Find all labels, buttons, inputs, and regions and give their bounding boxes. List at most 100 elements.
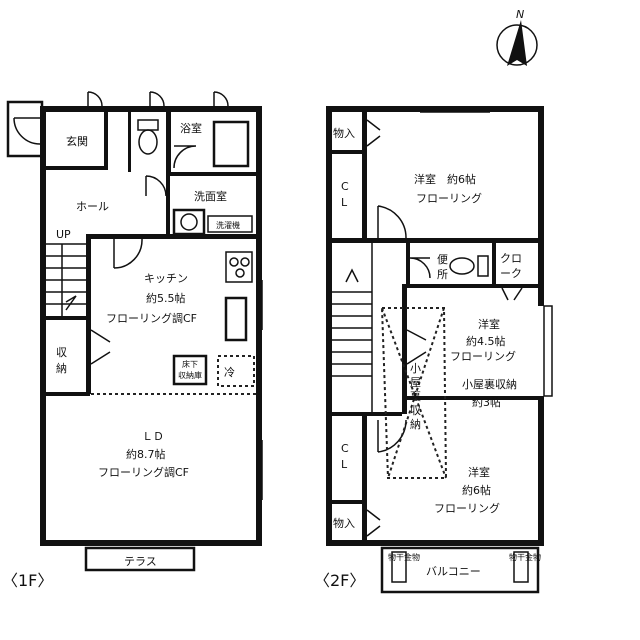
label-yukashita-1: 床下 xyxy=(182,359,198,369)
monohoshi-left xyxy=(391,551,407,583)
2f-toilet xyxy=(449,255,489,277)
kitchen-sink xyxy=(224,296,248,342)
label-monoire-bottom: 物入 xyxy=(333,516,355,530)
underfloor-storage xyxy=(172,354,208,386)
bathtub xyxy=(212,120,250,168)
terrace xyxy=(84,546,196,572)
2f-door-closet xyxy=(501,287,523,301)
1f-stairs xyxy=(46,243,86,316)
label-monohoshi-right: 物干金物 xyxy=(509,552,541,562)
2f-door-benjo xyxy=(409,257,431,279)
1f-door-top-3 xyxy=(213,91,229,107)
1f-wall-bath-bottom xyxy=(166,172,256,176)
2f-door-yoshitsu1 xyxy=(377,205,407,239)
room-yoshitsu1-floor: フローリング xyxy=(416,191,482,205)
floor-2-label: 〈2F〉 xyxy=(314,571,365,590)
compass: N xyxy=(496,8,538,66)
label-cl-bottom-1: C xyxy=(341,442,349,455)
1f-wall-genkan-bottom xyxy=(46,166,106,170)
label-koyaura-v5: 納 xyxy=(410,418,421,431)
2f-door-yoshitsu2 xyxy=(406,329,427,365)
floor-1-label: 〈1F〉 xyxy=(2,571,53,590)
room-yoshitsu2-name: 洋室 xyxy=(478,317,500,331)
2f-wall-monoire-top-bottom xyxy=(332,150,364,154)
2f-wall-top xyxy=(326,106,544,112)
label-koyaura-v4: 収 xyxy=(410,404,421,417)
room-ld-floor: フローリング調CF xyxy=(98,465,189,479)
1f-door-top-1 xyxy=(87,91,103,107)
2f-wall-hall-right xyxy=(402,284,407,414)
compass-north-label: N xyxy=(516,8,524,21)
2f-stairs xyxy=(332,243,373,412)
room-hall: ホール xyxy=(76,200,109,213)
washbasin-bowl xyxy=(180,213,198,231)
label-yukashita-2: 収納庫 xyxy=(178,370,202,380)
1f-wall-left xyxy=(40,106,46,546)
2f-door-monoire-top xyxy=(366,119,381,147)
label-benjo-1: 便 xyxy=(437,253,448,266)
label-cl-bottom-2: L xyxy=(341,458,348,471)
room-yokushitsu: 浴室 xyxy=(180,121,202,135)
1f-wall-right xyxy=(256,106,262,546)
label-koyaura-v3: 裏 xyxy=(410,389,421,403)
1f-wall-kitchen-top xyxy=(86,234,256,239)
2f-wall-left xyxy=(326,106,332,546)
label-koyaura-v1: 小 xyxy=(410,362,421,375)
2f-wall-bottom xyxy=(326,540,544,546)
1f-wall-wc-left xyxy=(128,112,131,172)
room-ld-size: 約8.7帖 xyxy=(126,447,166,461)
2f-wall-yoshitsu2-bottom xyxy=(402,396,544,400)
1f-door-top-2 xyxy=(149,91,165,107)
1f-wall-wc-right xyxy=(166,112,171,176)
label-monohoshi-left: 物干金物 xyxy=(388,552,420,562)
label-up: UP xyxy=(56,228,71,241)
label-koyaura-name: 小屋裏収納 xyxy=(462,377,517,391)
1f-wall-top xyxy=(40,106,262,112)
room-yoshitsu3-size: 約6帖 xyxy=(462,483,491,497)
2f-wall-benjo-left xyxy=(406,243,410,287)
2f-wall-yoshitsu1-bottom xyxy=(332,238,538,243)
room-senmenjo: 洗面室 xyxy=(194,189,227,203)
2f-wall-right-upper xyxy=(538,106,544,306)
2f-wall-monoire-bottom-top xyxy=(332,500,364,504)
entrance-porch xyxy=(6,100,44,158)
washing-machine-space xyxy=(207,215,253,233)
label-cl-top-1: C xyxy=(341,180,349,193)
north-arrow-icon xyxy=(507,20,527,66)
1f-door-storage xyxy=(90,329,111,365)
room-genkan: 玄関 xyxy=(66,134,88,148)
label-benjo-2: 所 xyxy=(437,268,448,281)
room-yoshitsu2-size: 約4.5帖 xyxy=(466,334,506,348)
label-closet-1: クロ xyxy=(500,252,522,265)
label-closet-2: ーク xyxy=(500,267,522,280)
1f-wall-kitchen-left xyxy=(86,234,91,394)
2f-wall-cl-top-right xyxy=(362,112,367,240)
floor-1 xyxy=(6,91,263,572)
label-monoire-top: 物入 xyxy=(333,126,355,140)
room-yoshitsu3-name: 洋室 xyxy=(468,465,490,479)
2f-wall-closet-left xyxy=(492,243,496,287)
fridge-space xyxy=(217,355,255,387)
room-kitchen-size: 約5.5帖 xyxy=(146,291,186,305)
1f-door-kitchen xyxy=(113,238,143,269)
label-shuno-2: 納 xyxy=(56,362,67,375)
room-kitchen-floor: フローリング調CF xyxy=(106,311,197,325)
1f-door-senmen xyxy=(145,175,167,197)
stove xyxy=(225,251,253,283)
floor-2 xyxy=(326,106,553,594)
entrance-door-arc xyxy=(13,117,41,145)
balcony xyxy=(380,546,540,594)
attic-diag-1 xyxy=(381,307,447,479)
1f-wall-bottom xyxy=(40,540,262,546)
1f-wall-storage-bottom xyxy=(46,392,90,396)
2f-wall-right-lower xyxy=(538,396,544,546)
label-sentakuki: 洗濯機 xyxy=(216,220,240,230)
label-koyaura-v2: 屋 xyxy=(410,376,421,389)
bay-window xyxy=(543,305,553,397)
room-kitchen-name: キッチン xyxy=(144,272,188,285)
room-yoshitsu1-name: 洋室 約6帖 xyxy=(414,172,476,186)
label-cl-top-2: L xyxy=(341,196,348,209)
2f-door-monoire-bottom xyxy=(366,509,381,537)
monohoshi-right xyxy=(513,551,529,583)
